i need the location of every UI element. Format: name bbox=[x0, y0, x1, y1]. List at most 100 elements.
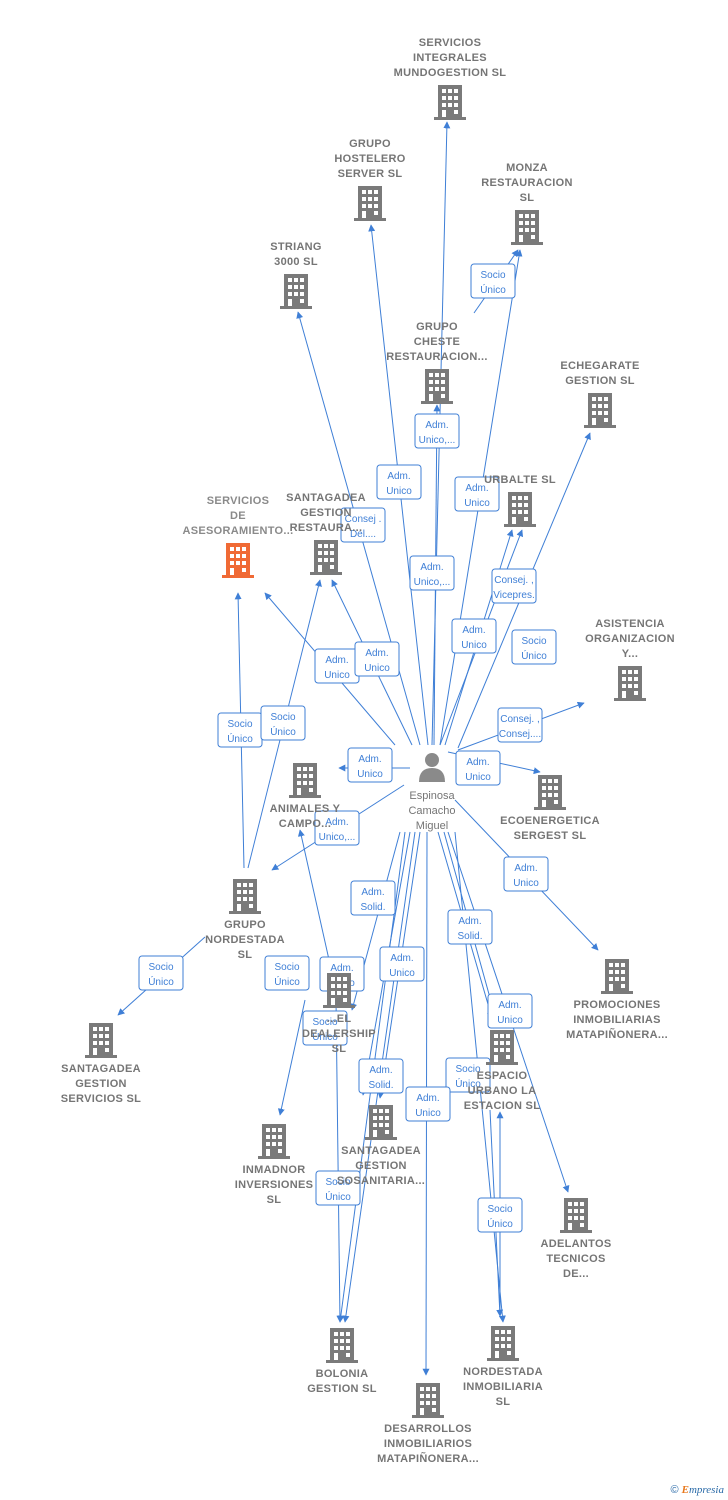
relation-box bbox=[487, 993, 533, 1029]
relation-badge[interactable]: Adm. Unico,... bbox=[414, 413, 460, 449]
relation-text: Adm. bbox=[498, 1000, 521, 1011]
relation-badge[interactable]: Adm. Unico bbox=[347, 747, 393, 783]
relation-badge[interactable]: Adm.Unico bbox=[451, 618, 497, 654]
relation-badge[interactable]: Adm.Solid. bbox=[350, 880, 396, 916]
relation-text: Del.... bbox=[350, 529, 376, 540]
relation-text: Socio bbox=[148, 962, 173, 973]
building-icon bbox=[534, 775, 566, 810]
building-icon bbox=[310, 540, 342, 575]
company-label: TECNICOS bbox=[546, 1253, 605, 1265]
company-node-desarrollos[interactable]: DESARROLLOSINMOBILIARIOSMATAPIÑONERA... bbox=[377, 1383, 479, 1465]
relation-text: Socio bbox=[325, 1177, 350, 1188]
building-icon bbox=[614, 666, 646, 701]
relation-text: Adm. bbox=[458, 916, 481, 927]
company-node-nordestada-inmobiliaria[interactable]: NORDESTADA INMOBILIARIA SL bbox=[463, 1326, 543, 1408]
relation-text: Socio bbox=[227, 719, 252, 730]
relation-badge[interactable]: Consej. ,Consej.... bbox=[497, 707, 543, 743]
company-label: MONZA bbox=[506, 162, 548, 174]
company-label: SL bbox=[496, 1396, 511, 1408]
relation-text: Adm. bbox=[358, 754, 381, 765]
relation-badge[interactable]: Adm.Unico bbox=[487, 993, 533, 1029]
relation-text: Vicepres. bbox=[493, 590, 535, 601]
relation-badge[interactable]: Adm.Unico,... bbox=[409, 555, 455, 591]
relation-text: Unico bbox=[357, 769, 383, 780]
company-node-adelantos[interactable]: ADELANTOSTECNICOSDE... bbox=[541, 1198, 612, 1280]
company-label: NORDESTADA bbox=[205, 934, 285, 946]
relation-text: Único bbox=[521, 649, 547, 662]
relation-badge[interactable]: Consej .Del.... bbox=[340, 507, 386, 543]
relation-box bbox=[491, 568, 537, 604]
relation-text: Socio bbox=[455, 1064, 480, 1075]
company-label: INMOBILIARIA bbox=[463, 1381, 543, 1393]
company-label: SANTAGADEA bbox=[61, 1063, 141, 1075]
relation-badge[interactable]: Adm.Solid. bbox=[447, 909, 493, 945]
relation-badge[interactable]: Adm.Unico bbox=[354, 641, 400, 677]
company-label: SL bbox=[238, 949, 253, 961]
relation-box bbox=[358, 1058, 404, 1094]
company-node-asistencia[interactable]: ASISTENCIAORGANIZACIONY... bbox=[585, 618, 675, 701]
company-node-santagadea-sanitaria[interactable]: SANTAGADEAGESTIONSOSANITARIA... bbox=[337, 1105, 425, 1187]
relation-badge[interactable]: Adm.Unico bbox=[376, 464, 422, 500]
company-label: SERVER SL bbox=[338, 168, 403, 180]
relation-badge[interactable]: Adm.Solid. bbox=[358, 1058, 404, 1094]
relation-badge[interactable]: Adm.Unico bbox=[405, 1086, 451, 1122]
company-label: GRUPO bbox=[349, 138, 391, 150]
company-node-servicios-asesoramiento[interactable]: SERVICIOSDEASESORAMIENTO... bbox=[183, 495, 294, 578]
relation-badge[interactable]: Adm.Unico bbox=[379, 946, 425, 982]
building-icon bbox=[280, 274, 312, 309]
company-label: ECHEGARATE bbox=[560, 360, 639, 372]
relation-text: Adm. bbox=[425, 420, 448, 431]
company-node-animales[interactable]: ANIMALES YCAMPO... bbox=[270, 763, 341, 830]
relation-box bbox=[376, 464, 422, 500]
relation-badge[interactable]: Consej. ,Vicepres. bbox=[491, 568, 537, 604]
relation-badge[interactable]: Adm.Unico bbox=[455, 750, 501, 786]
company-label: ESTACION SL bbox=[464, 1100, 540, 1112]
company-node-santagadea-restaura[interactable]: SANTAGADEAGESTIONRESTAURA... bbox=[286, 492, 366, 575]
relation-badge[interactable]: Adm.Unico,... bbox=[314, 810, 360, 846]
company-node-promociones[interactable]: PROMOCIONESINMOBILIARIASMATAPIÑONERA... bbox=[566, 959, 668, 1041]
company-label: ORGANIZACION bbox=[585, 633, 675, 645]
brand-logo-text: mpresia bbox=[688, 1484, 724, 1496]
company-label: URBANO LA bbox=[468, 1085, 537, 1097]
relation-box bbox=[302, 1010, 348, 1046]
relation-box bbox=[138, 955, 184, 991]
company-node-grupo-cheste[interactable]: GRUPOCHESTERESTAURACION... bbox=[386, 321, 487, 404]
company-label: ESPACIO bbox=[477, 1070, 528, 1082]
building-icon bbox=[434, 85, 466, 120]
relation-badge[interactable]: Adm.Unico bbox=[454, 476, 500, 512]
relation-text: Adm. bbox=[390, 953, 413, 964]
relation-text: Unico,... bbox=[419, 435, 456, 446]
relation-badge[interactable]: Adm.Unico bbox=[314, 648, 360, 684]
company-node-urbalte[interactable]: URBALTE SL bbox=[484, 474, 556, 527]
building-icon bbox=[511, 210, 543, 245]
relation-text: Socio bbox=[270, 712, 295, 723]
company-label: NORDESTADA bbox=[463, 1366, 543, 1378]
relation-badge[interactable]: Adm.Unico bbox=[503, 856, 549, 892]
company-node-espacio-urbano[interactable]: ESPACIO URBANO LA ESTACION SL bbox=[464, 1030, 540, 1112]
brand-footer[interactable]: ©Empresia bbox=[671, 1484, 725, 1496]
relation-text: Unico bbox=[415, 1108, 441, 1119]
